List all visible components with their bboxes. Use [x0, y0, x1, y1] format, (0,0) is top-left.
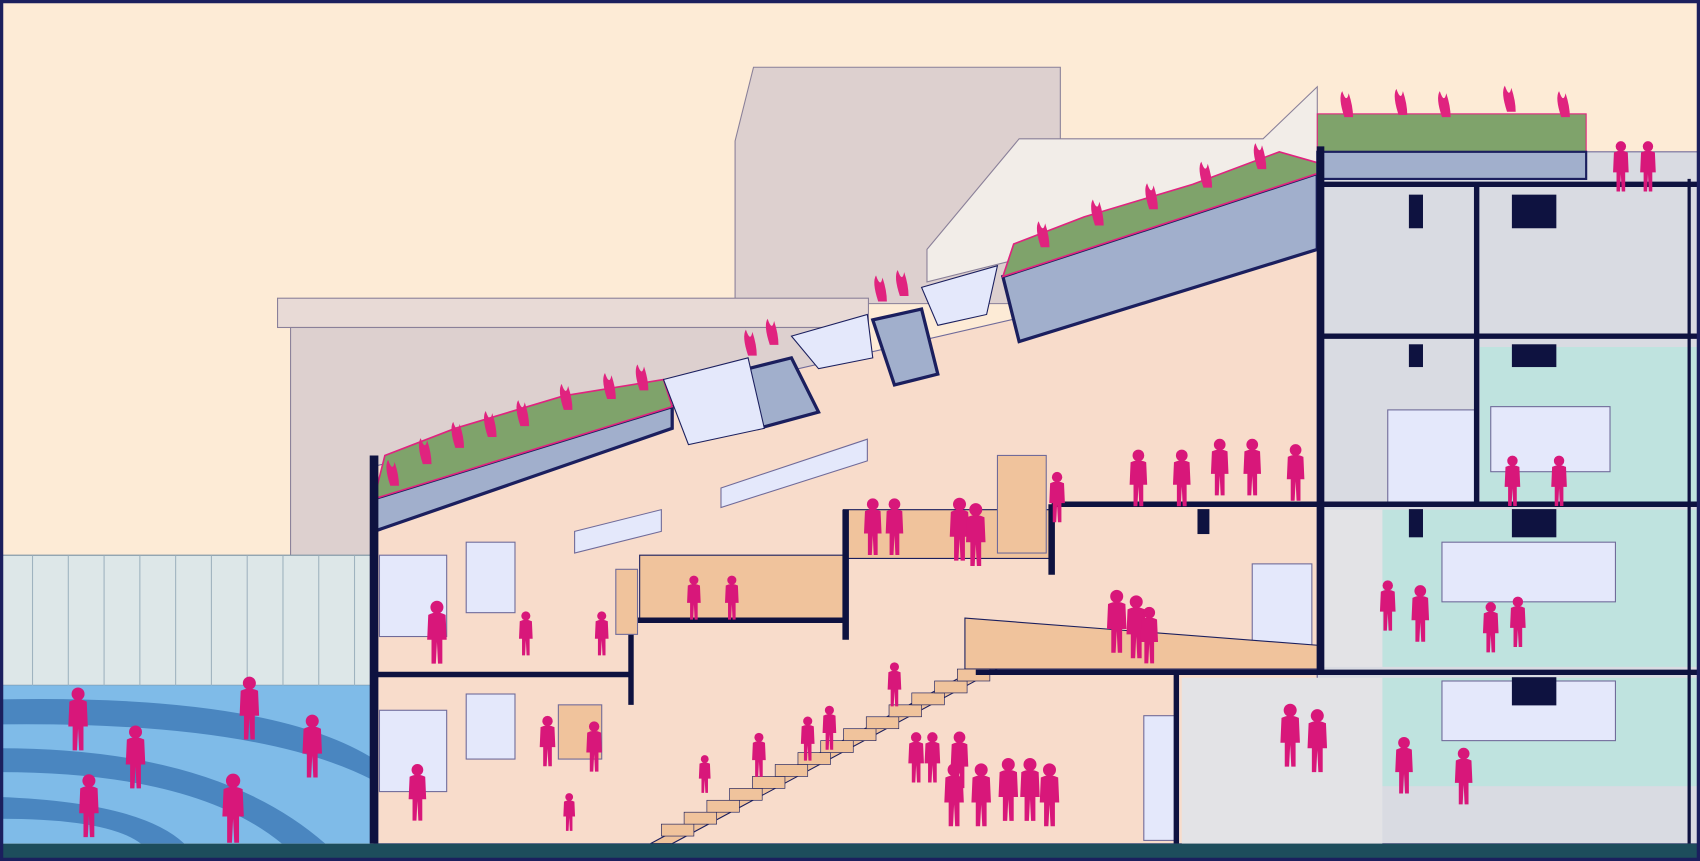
person-silhouette	[518, 611, 533, 656]
person-silhouette	[752, 732, 766, 777]
person-silhouette	[998, 757, 1019, 821]
stair-step	[774, 764, 809, 777]
person-silhouette	[1395, 736, 1413, 794]
person-silhouette	[1243, 438, 1262, 496]
person-silhouette	[966, 503, 986, 567]
stair-step	[843, 728, 877, 741]
person-silhouette	[924, 732, 941, 783]
person-silhouette	[1640, 141, 1656, 192]
person-silhouette	[1551, 455, 1567, 506]
plant	[1340, 91, 1354, 118]
person-silhouette	[887, 662, 902, 707]
stair-step	[683, 811, 717, 825]
person-silhouette	[1106, 589, 1127, 653]
stair-step	[911, 692, 945, 706]
person-silhouette	[594, 611, 609, 656]
people	[68, 141, 1656, 843]
person-silhouette	[408, 764, 427, 821]
plant	[603, 373, 616, 400]
person-silhouette	[1454, 747, 1473, 805]
person-silhouette	[1129, 449, 1148, 507]
person-silhouette	[971, 763, 991, 827]
plant	[418, 438, 432, 465]
person-silhouette	[79, 774, 99, 838]
person-silhouette	[1510, 596, 1526, 647]
ground-strip	[0, 843, 1700, 861]
person-silhouette	[687, 575, 701, 620]
person-silhouette	[1504, 455, 1521, 506]
plant	[386, 459, 399, 486]
running-track	[0, 685, 375, 844]
person-silhouette	[1307, 709, 1328, 773]
person-silhouette	[863, 498, 882, 555]
person-silhouette	[1482, 602, 1499, 653]
plant	[483, 410, 497, 438]
person-silhouette	[1210, 438, 1229, 496]
bookshelf	[557, 454, 1047, 760]
stair-step	[888, 704, 922, 718]
person-silhouette	[1039, 763, 1060, 827]
person-silhouette	[125, 725, 146, 789]
person-silhouette	[1172, 449, 1191, 507]
person-silhouette	[539, 715, 556, 767]
stair-step	[797, 752, 831, 765]
plant	[1036, 221, 1050, 248]
stair-step	[865, 716, 900, 730]
plant	[1145, 183, 1158, 210]
stair-step	[752, 776, 786, 789]
person-silhouette	[908, 732, 924, 783]
stair-step	[661, 823, 695, 837]
fence	[0, 554, 375, 686]
person-silhouette	[1140, 606, 1159, 664]
plant	[516, 400, 530, 427]
plant	[1199, 161, 1213, 188]
person-silhouette	[427, 600, 447, 664]
person-silhouette	[68, 687, 88, 751]
person-silhouette	[1286, 444, 1305, 501]
stair-step	[729, 788, 763, 801]
person-silhouette	[222, 773, 244, 843]
plant	[1438, 91, 1451, 118]
person-silhouette	[1126, 595, 1146, 659]
person-silhouette	[949, 497, 970, 561]
person-silhouette	[800, 716, 815, 761]
person-silhouette	[1379, 580, 1396, 631]
person-silhouette	[1280, 703, 1300, 767]
person-silhouette	[885, 498, 904, 555]
person-silhouette	[239, 676, 260, 740]
person-silhouette	[1613, 141, 1629, 192]
person-silhouette	[822, 705, 837, 750]
stair-step	[706, 799, 740, 813]
plant	[451, 421, 465, 448]
person-silhouette	[1411, 585, 1430, 642]
person-silhouette	[1049, 471, 1065, 523]
person-silhouette	[563, 793, 576, 831]
stair-step	[934, 680, 968, 694]
person-silhouette	[944, 763, 964, 827]
staircase	[661, 668, 991, 837]
plant	[1557, 91, 1570, 118]
person-silhouette	[698, 755, 711, 793]
plant	[765, 318, 779, 345]
plant	[1091, 199, 1104, 226]
stair-step	[820, 740, 854, 753]
roof	[372, 85, 1588, 534]
plant	[559, 383, 573, 410]
person-silhouette	[1020, 757, 1040, 821]
plant	[895, 270, 909, 297]
plant	[1394, 88, 1408, 115]
plant	[635, 364, 649, 391]
plant	[1503, 85, 1516, 112]
person-silhouette	[724, 575, 739, 620]
person-silhouette	[302, 714, 323, 778]
plant	[1253, 143, 1267, 170]
person-silhouette	[586, 721, 602, 772]
plant	[744, 329, 757, 356]
plant	[874, 275, 887, 302]
structure	[369, 146, 1700, 844]
